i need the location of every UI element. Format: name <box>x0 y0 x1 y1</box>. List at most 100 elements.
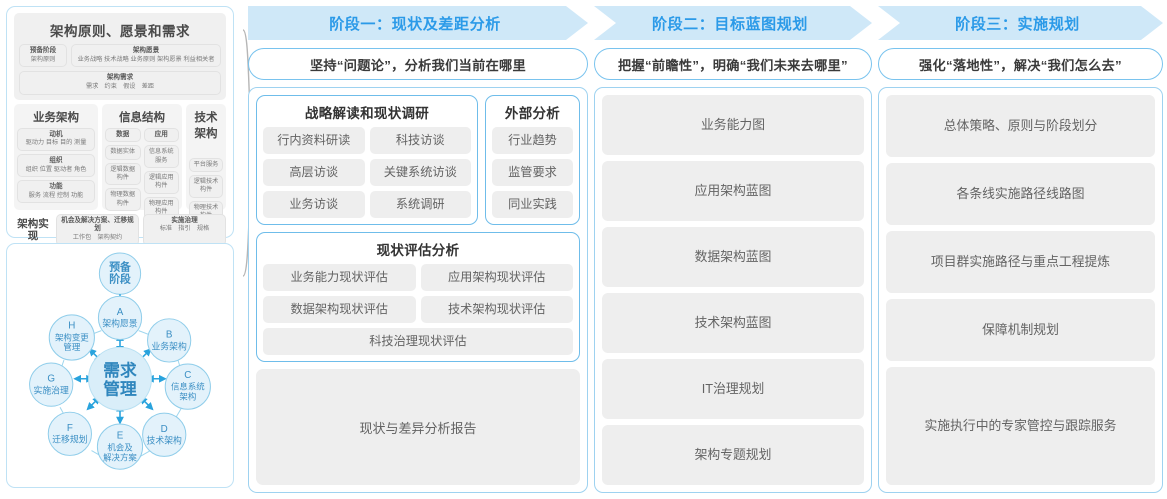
adm-node-c-label1: 信息系统 <box>171 382 205 392</box>
is-app-column: 应用 信息系统服务 逻辑应用构件 物理应用构件 <box>143 127 179 220</box>
information-structure-column: 信息结构 数据 数据实体 逻辑数据构件 物理数据构件 <box>102 103 182 220</box>
chip-tech-governance-assessment[interactable]: 科技治理现状评估 <box>263 328 573 355</box>
is-info-system-service: 信息系统服务 <box>143 145 179 169</box>
adm-node-h-letter: H <box>68 321 75 332</box>
item-program-path-key-projects[interactable]: 项目群实施路径与重点工程提炼 <box>886 230 1155 293</box>
is-logical-app: 逻辑应用构件 <box>143 171 179 194</box>
current-state-assessment-chips: 业务能力现状评估 应用架构现状评估 数据架构现状评估 技术架构现状评估 <box>263 264 573 323</box>
phase-1-column: 阶段一：现状及差距分析 坚持“问题论”，分析我们当前在哪里 战略解读和现状调研 … <box>248 6 588 493</box>
chip-business-capability-assessment[interactable]: 业务能力现状评估 <box>263 264 416 291</box>
adm-node-b-label: 业务架构 <box>151 340 186 351</box>
item-it-governance-plan[interactable]: IT治理规划 <box>602 359 864 419</box>
technology-architecture-box: 技术架构 平台服务 逻辑技术构件 物理技术构件 <box>186 103 226 224</box>
adm-cycle-panel: 预备 阶段 需求 管理 A 架构愿景 B 业务架构 C 信息系统 架构 <box>6 243 234 488</box>
chip-regulatory-requirement[interactable]: 监管要求 <box>492 159 573 186</box>
phase-2-band-wrap: 阶段二：目标蓝图规划 <box>594 6 872 40</box>
chip-system-survey[interactable]: 系统调研 <box>369 191 471 218</box>
chip-internal-doc-study[interactable]: 行内资料研读 <box>263 127 365 154</box>
togaf-row-1: 预备阶段 架构原则 架构愿景 业务战略 技术战略 业务原则 架构愿景 利益相关者 <box>19 44 221 68</box>
impl-opportunities-migration: 机会及解决方案、迁移规划 工作包 架构契约 <box>56 213 139 246</box>
business-architecture-column: 业务架构 动机 驱动力 目标 目的 测量 组织 组织 位置 驱动者 角色 <box>14 103 98 210</box>
ta-logical-tech: 逻辑技术构件 <box>189 174 223 198</box>
is-physical-data: 物理数据构件 <box>105 188 141 212</box>
adm-node-c-label2: 架构 <box>179 391 196 401</box>
togaf-three-columns: 业务架构 动机 驱动力 目标 目的 测量 组织 组织 位置 驱动者 角色 <box>14 103 226 224</box>
chip-tech-interview[interactable]: 科技访谈 <box>369 127 471 154</box>
item-data-architecture-blueprint[interactable]: 数据架构蓝图 <box>602 227 864 287</box>
phase-2-items: 业务能力图 应用架构蓝图 数据架构蓝图 技术架构蓝图 IT治理规划 架构专题规划 <box>602 95 864 485</box>
phase-2-body: 业务能力图 应用架构蓝图 数据架构蓝图 技术架构蓝图 IT治理规划 架构专题规划 <box>594 87 872 493</box>
adm-node-g-letter: G <box>47 374 55 385</box>
information-structure-box: 信息结构 数据 数据实体 逻辑数据构件 物理数据构件 <box>102 103 182 220</box>
gap-analysis-report-box[interactable]: 现状与差异分析报告 <box>256 369 580 485</box>
adm-node-h-label1: 架构变更 <box>55 332 89 342</box>
item-expert-control-tracking-service[interactable]: 实施执行中的专家管控与跟踪服务 <box>886 366 1155 486</box>
adm-node-e-letter: E <box>117 431 124 442</box>
phase-2-band: 阶段二：目标蓝图规划 <box>594 6 872 40</box>
phase-3-band: 阶段三：实施规划 <box>878 6 1163 40</box>
phase-1-band-label: 阶段一：现状及差距分析 <box>329 15 501 33</box>
is-data-entity: 数据实体 <box>105 145 141 160</box>
is-app-head: 应用 <box>143 127 179 143</box>
ba-function: 功能 服务 流程 控制 功能 <box>17 180 95 204</box>
current-state-assessment-wide: 科技治理现状评估 <box>263 328 573 355</box>
item-business-line-roadmap[interactable]: 各条线实施路径线路图 <box>886 162 1155 225</box>
chip-key-system-interview[interactable]: 关键系统访谈 <box>369 159 471 186</box>
business-architecture-box: 业务架构 动机 驱动力 目标 目的 测量 组织 组织 位置 驱动者 角色 <box>14 103 98 210</box>
chip-industry-trend[interactable]: 行业趋势 <box>492 127 573 154</box>
strategy-research-group[interactable]: 战略解读和现状调研 行内资料研读 科技访谈 高层访谈 关键系统访谈 业务访谈 系… <box>256 95 478 225</box>
chip-application-architecture-assessment[interactable]: 应用架构现状评估 <box>420 264 573 291</box>
adm-center-line1: 需求 <box>103 360 137 380</box>
chip-business-interview[interactable]: 业务访谈 <box>263 191 365 218</box>
adm-node-g-label: 实施治理 <box>34 385 69 396</box>
adm-node-e-label2: 解决方案 <box>103 452 137 462</box>
information-structure-subcolumns: 数据 数据实体 逻辑数据构件 物理数据构件 应用 信息系统服务 <box>105 127 179 220</box>
phase-2-column: 阶段二：目标蓝图规划 把握“前瞻性”，明确“我们未来去哪里” 业务能力图 应用架… <box>594 6 872 493</box>
is-data-column: 数据 数据实体 逻辑数据构件 物理数据构件 <box>105 127 141 220</box>
current-state-assessment-group[interactable]: 现状评估分析 业务能力现状评估 应用架构现状评估 数据架构现状评估 技术架构现状… <box>256 232 580 362</box>
phase-columns: 阶段一：现状及差距分析 坚持“问题论”，分析我们当前在哪里 战略解读和现状调研 … <box>248 6 1163 493</box>
phase-3-items: 总体策略、原则与阶段划分 各条线实施路径线路图 项目群实施路径与重点工程提炼 保… <box>886 95 1155 486</box>
external-analysis-title: 外部分析 <box>504 106 561 121</box>
togaf-vision-box: 架构愿景 业务战略 技术战略 业务原则 架构愿景 利益相关者 <box>71 44 221 68</box>
business-architecture-items: 动机 驱动力 目标 目的 测量 组织 组织 位置 驱动者 角色 功能 服务 流程… <box>17 127 95 204</box>
left-column: 架构原则、愿景和需求 预备阶段 架构原则 架构愿景 业务战略 技术战略 业务原则… <box>6 6 258 493</box>
adm-node-e-label1: 机会及 <box>107 443 133 453</box>
ba-organization: 组织 组织 位置 驱动者 角色 <box>17 153 95 177</box>
adm-node-h-label2: 管理 <box>63 342 80 352</box>
chip-data-architecture-assessment[interactable]: 数据架构现状评估 <box>263 296 416 323</box>
adm-node-d-letter: D <box>161 424 168 435</box>
item-application-architecture-blueprint[interactable]: 应用架构蓝图 <box>602 161 864 221</box>
item-overall-strategy-principles-phases[interactable]: 总体策略、原则与阶段划分 <box>886 95 1155 157</box>
is-data-head: 数据 <box>105 127 141 143</box>
external-analysis-group[interactable]: 外部分析 行业趋势 监管要求 同业实践 <box>485 95 580 225</box>
phase-2-subhead: 把握“前瞻性”，明确“我们未来去哪里” <box>594 48 872 80</box>
item-technology-architecture-blueprint[interactable]: 技术架构蓝图 <box>602 293 864 353</box>
business-architecture-title: 业务架构 <box>33 111 79 124</box>
architecture-principles-section: 架构原则、愿景和需求 预备阶段 架构原则 架构愿景 业务战略 技术战略 业务原则… <box>14 13 226 100</box>
strategy-research-title: 战略解读和现状调研 <box>304 106 430 121</box>
chip-peer-practice[interactable]: 同业实践 <box>492 191 573 218</box>
technology-architecture-title: 技术架构 <box>194 111 218 140</box>
chip-technology-architecture-assessment[interactable]: 技术架构现状评估 <box>420 296 573 323</box>
phase-3-body: 总体策略、原则与阶段划分 各条线实施路径线路图 项目群实施路径与重点工程提炼 保… <box>878 87 1163 493</box>
phase-3-column: 阶段三：实施规划 强化“落地性”，解决“我们怎么去” 总体策略、原则与阶段划分 … <box>878 6 1163 493</box>
item-business-capability-map[interactable]: 业务能力图 <box>602 95 864 155</box>
architecture-realization-label: 架构实现 <box>17 217 49 242</box>
ba-motivation: 动机 驱动力 目标 目的 测量 <box>17 127 95 151</box>
phase-2-band-label: 阶段二：目标蓝图规划 <box>651 15 808 33</box>
impl-governance: 实施治理 标准 指引 规格 <box>143 213 226 246</box>
togaf-content-framework-panel: 架构原则、愿景和需求 预备阶段 架构原则 架构愿景 业务战略 技术战略 业务原则… <box>6 6 234 246</box>
adm-prelim-line1: 预备 <box>109 260 131 274</box>
adm-node-b-letter: B <box>166 329 173 340</box>
phase-1-band: 阶段一：现状及差距分析 <box>248 6 588 40</box>
item-assurance-mechanism-plan[interactable]: 保障机制规划 <box>886 298 1155 361</box>
phase-1-body: 战略解读和现状调研 行内资料研读 科技访谈 高层访谈 关键系统访谈 业务访谈 系… <box>248 87 588 493</box>
adm-node-a-label: 架构愿景 <box>102 318 137 329</box>
ta-platform-service: 平台服务 <box>189 157 223 172</box>
item-architecture-topic-plan[interactable]: 架构专题规划 <box>602 425 864 485</box>
adm-node-f-label: 迁移规划 <box>52 434 87 445</box>
togaf-requirements-box: 架构需求 需求 约束 假设 差距 <box>19 71 221 95</box>
phase-1-subhead: 坚持“问题论”，分析我们当前在哪里 <box>248 48 588 80</box>
chip-executive-interview[interactable]: 高层访谈 <box>263 159 365 186</box>
